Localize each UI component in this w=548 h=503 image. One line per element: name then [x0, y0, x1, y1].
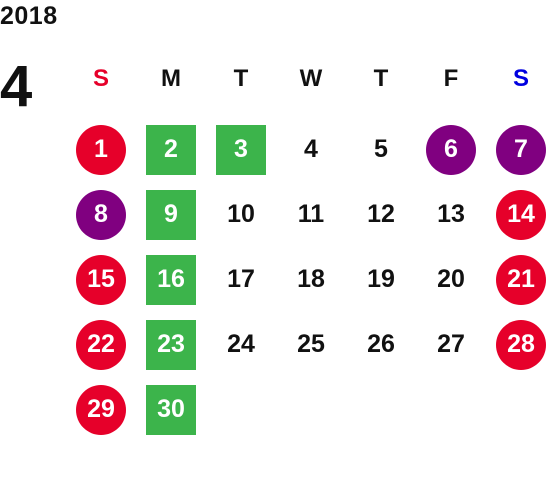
day-number-28: 28 [496, 319, 546, 370]
day-cell[interactable]: 28 [486, 312, 548, 377]
weekday-header-tuesday: T [233, 65, 249, 92]
day-cell[interactable]: 23 [136, 312, 206, 377]
day-number-26: 26 [367, 330, 395, 358]
day-cell[interactable]: 11 [276, 182, 346, 247]
month-number: 4 [0, 54, 33, 119]
day-cell[interactable]: 26 [346, 312, 416, 377]
day-number-14: 14 [496, 189, 546, 240]
day-cell[interactable]: 9 [136, 182, 206, 247]
day-cell[interactable]: 12 [346, 182, 416, 247]
day-number-18: 18 [297, 265, 325, 293]
day-number-20: 20 [437, 265, 465, 293]
weekday-header-saturday: S [512, 65, 529, 92]
day-number-22: 22 [76, 319, 126, 370]
day-number-16: 16 [146, 254, 196, 305]
day-number-21: 21 [496, 254, 546, 305]
year-label: 2018 [0, 2, 58, 30]
day-cell[interactable]: 18 [276, 247, 346, 312]
day-cell[interactable]: 25 [276, 312, 346, 377]
weekday-header-monday: M [161, 65, 181, 92]
day-cell[interactable]: 24 [206, 312, 276, 377]
day-cell[interactable]: 4 [276, 117, 346, 182]
day-number-30: 30 [146, 384, 196, 435]
day-number-19: 19 [367, 265, 395, 293]
day-cell[interactable]: 10 [206, 182, 276, 247]
day-cell[interactable]: 20 [416, 247, 486, 312]
day-cell[interactable]: 14 [486, 182, 548, 247]
day-number-25: 25 [297, 330, 325, 358]
day-number-13: 13 [437, 200, 465, 228]
day-number-29: 29 [76, 384, 126, 435]
day-number-17: 17 [227, 265, 255, 293]
day-number-2: 2 [146, 124, 196, 175]
day-number-24: 24 [227, 330, 255, 358]
day-cell[interactable]: 21 [486, 247, 548, 312]
day-cell[interactable]: 30 [136, 377, 206, 442]
day-cell[interactable]: 2 [136, 117, 206, 182]
day-number-4: 4 [304, 135, 318, 163]
day-cell[interactable]: 3 [206, 117, 276, 182]
weekday-header-thursday: T [373, 65, 389, 92]
day-cell[interactable]: 8 [66, 182, 136, 247]
day-cell[interactable]: 13 [416, 182, 486, 247]
day-number-27: 27 [437, 330, 465, 358]
day-number-9: 9 [146, 189, 196, 240]
day-number-15: 15 [76, 254, 126, 305]
day-cell[interactable]: 16 [136, 247, 206, 312]
day-number-10: 10 [227, 200, 255, 228]
weekday-header-friday: F [443, 65, 459, 92]
day-number-23: 23 [146, 319, 196, 370]
day-number-12: 12 [367, 200, 395, 228]
day-number-6: 6 [426, 124, 476, 175]
day-cell[interactable]: 6 [416, 117, 486, 182]
weekday-header-wednesday: W [299, 65, 323, 92]
day-number-1: 1 [76, 124, 126, 175]
day-number-7: 7 [496, 124, 546, 175]
day-number-8: 8 [76, 189, 126, 240]
day-cell[interactable]: 29 [66, 377, 136, 442]
day-cell[interactable]: 17 [206, 247, 276, 312]
weekday-header-sunday: S [92, 65, 109, 92]
day-cell[interactable]: 19 [346, 247, 416, 312]
day-cell[interactable]: 15 [66, 247, 136, 312]
day-number-3: 3 [216, 124, 266, 175]
day-cell[interactable]: 5 [346, 117, 416, 182]
day-cell[interactable]: 1 [66, 117, 136, 182]
day-cell[interactable]: 7 [486, 117, 548, 182]
day-number-11: 11 [297, 200, 325, 228]
day-cell[interactable]: 22 [66, 312, 136, 377]
day-cell[interactable]: 27 [416, 312, 486, 377]
day-number-5: 5 [374, 135, 388, 163]
